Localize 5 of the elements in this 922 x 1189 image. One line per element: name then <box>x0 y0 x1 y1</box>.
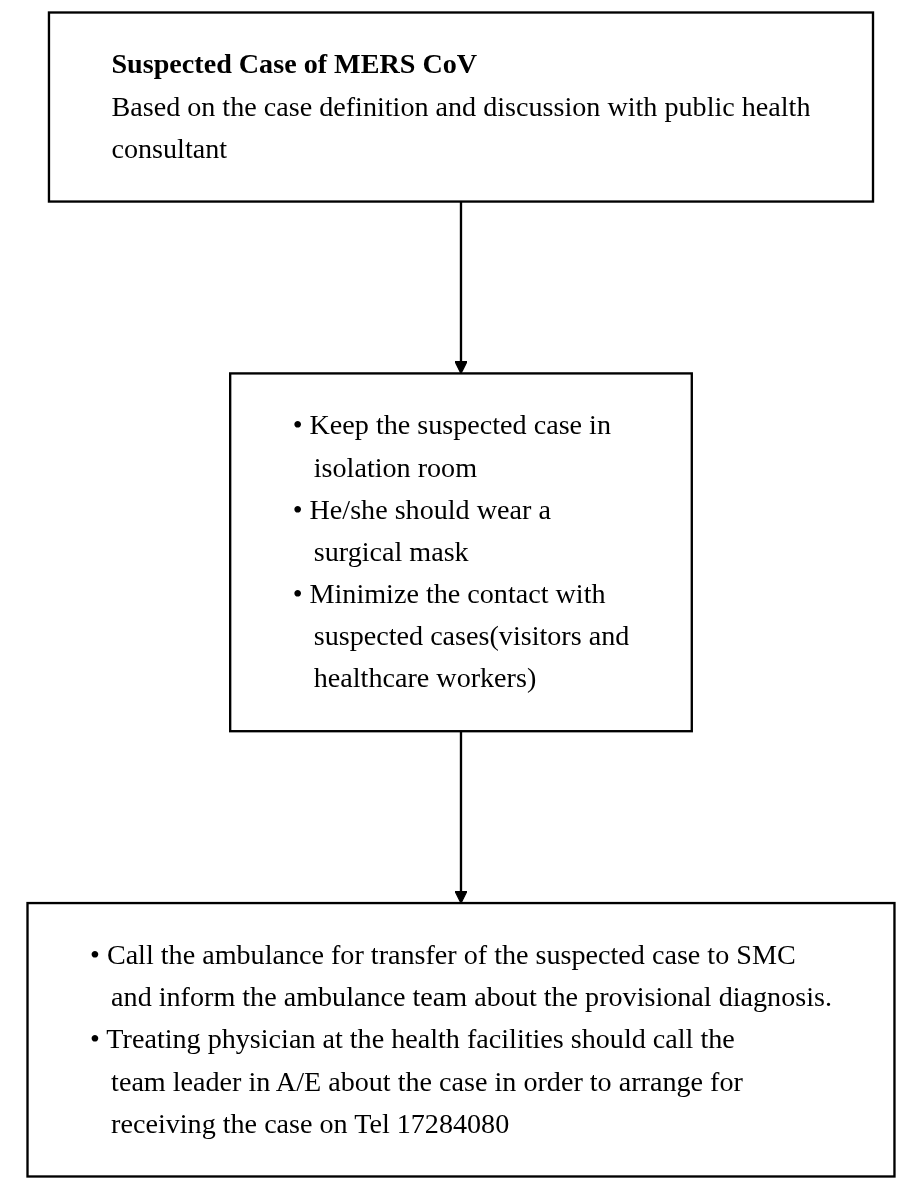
flowchart-drawing: Suspected Case of MERS CoV Based on the case definition and discussion with public health consultant • Keep the suspected case in isolation room • He/she should wear a surgical mask • Minimize the contact with suspected cases(visitors and healthcare workers) • Call the ambulance for transfer of the suspected case to SMC and inform the ambulance team about the provisional diagnosis. • Treating physician at the health facilities should call the team leader in A/E about the case in order to arrange for receiving the case on Tel 17284080 <box>15 0 907 1189</box>
node-box <box>26 901 896 1178</box>
node-box <box>229 372 693 733</box>
node-box <box>47 11 875 203</box>
arrow <box>454 731 468 904</box>
